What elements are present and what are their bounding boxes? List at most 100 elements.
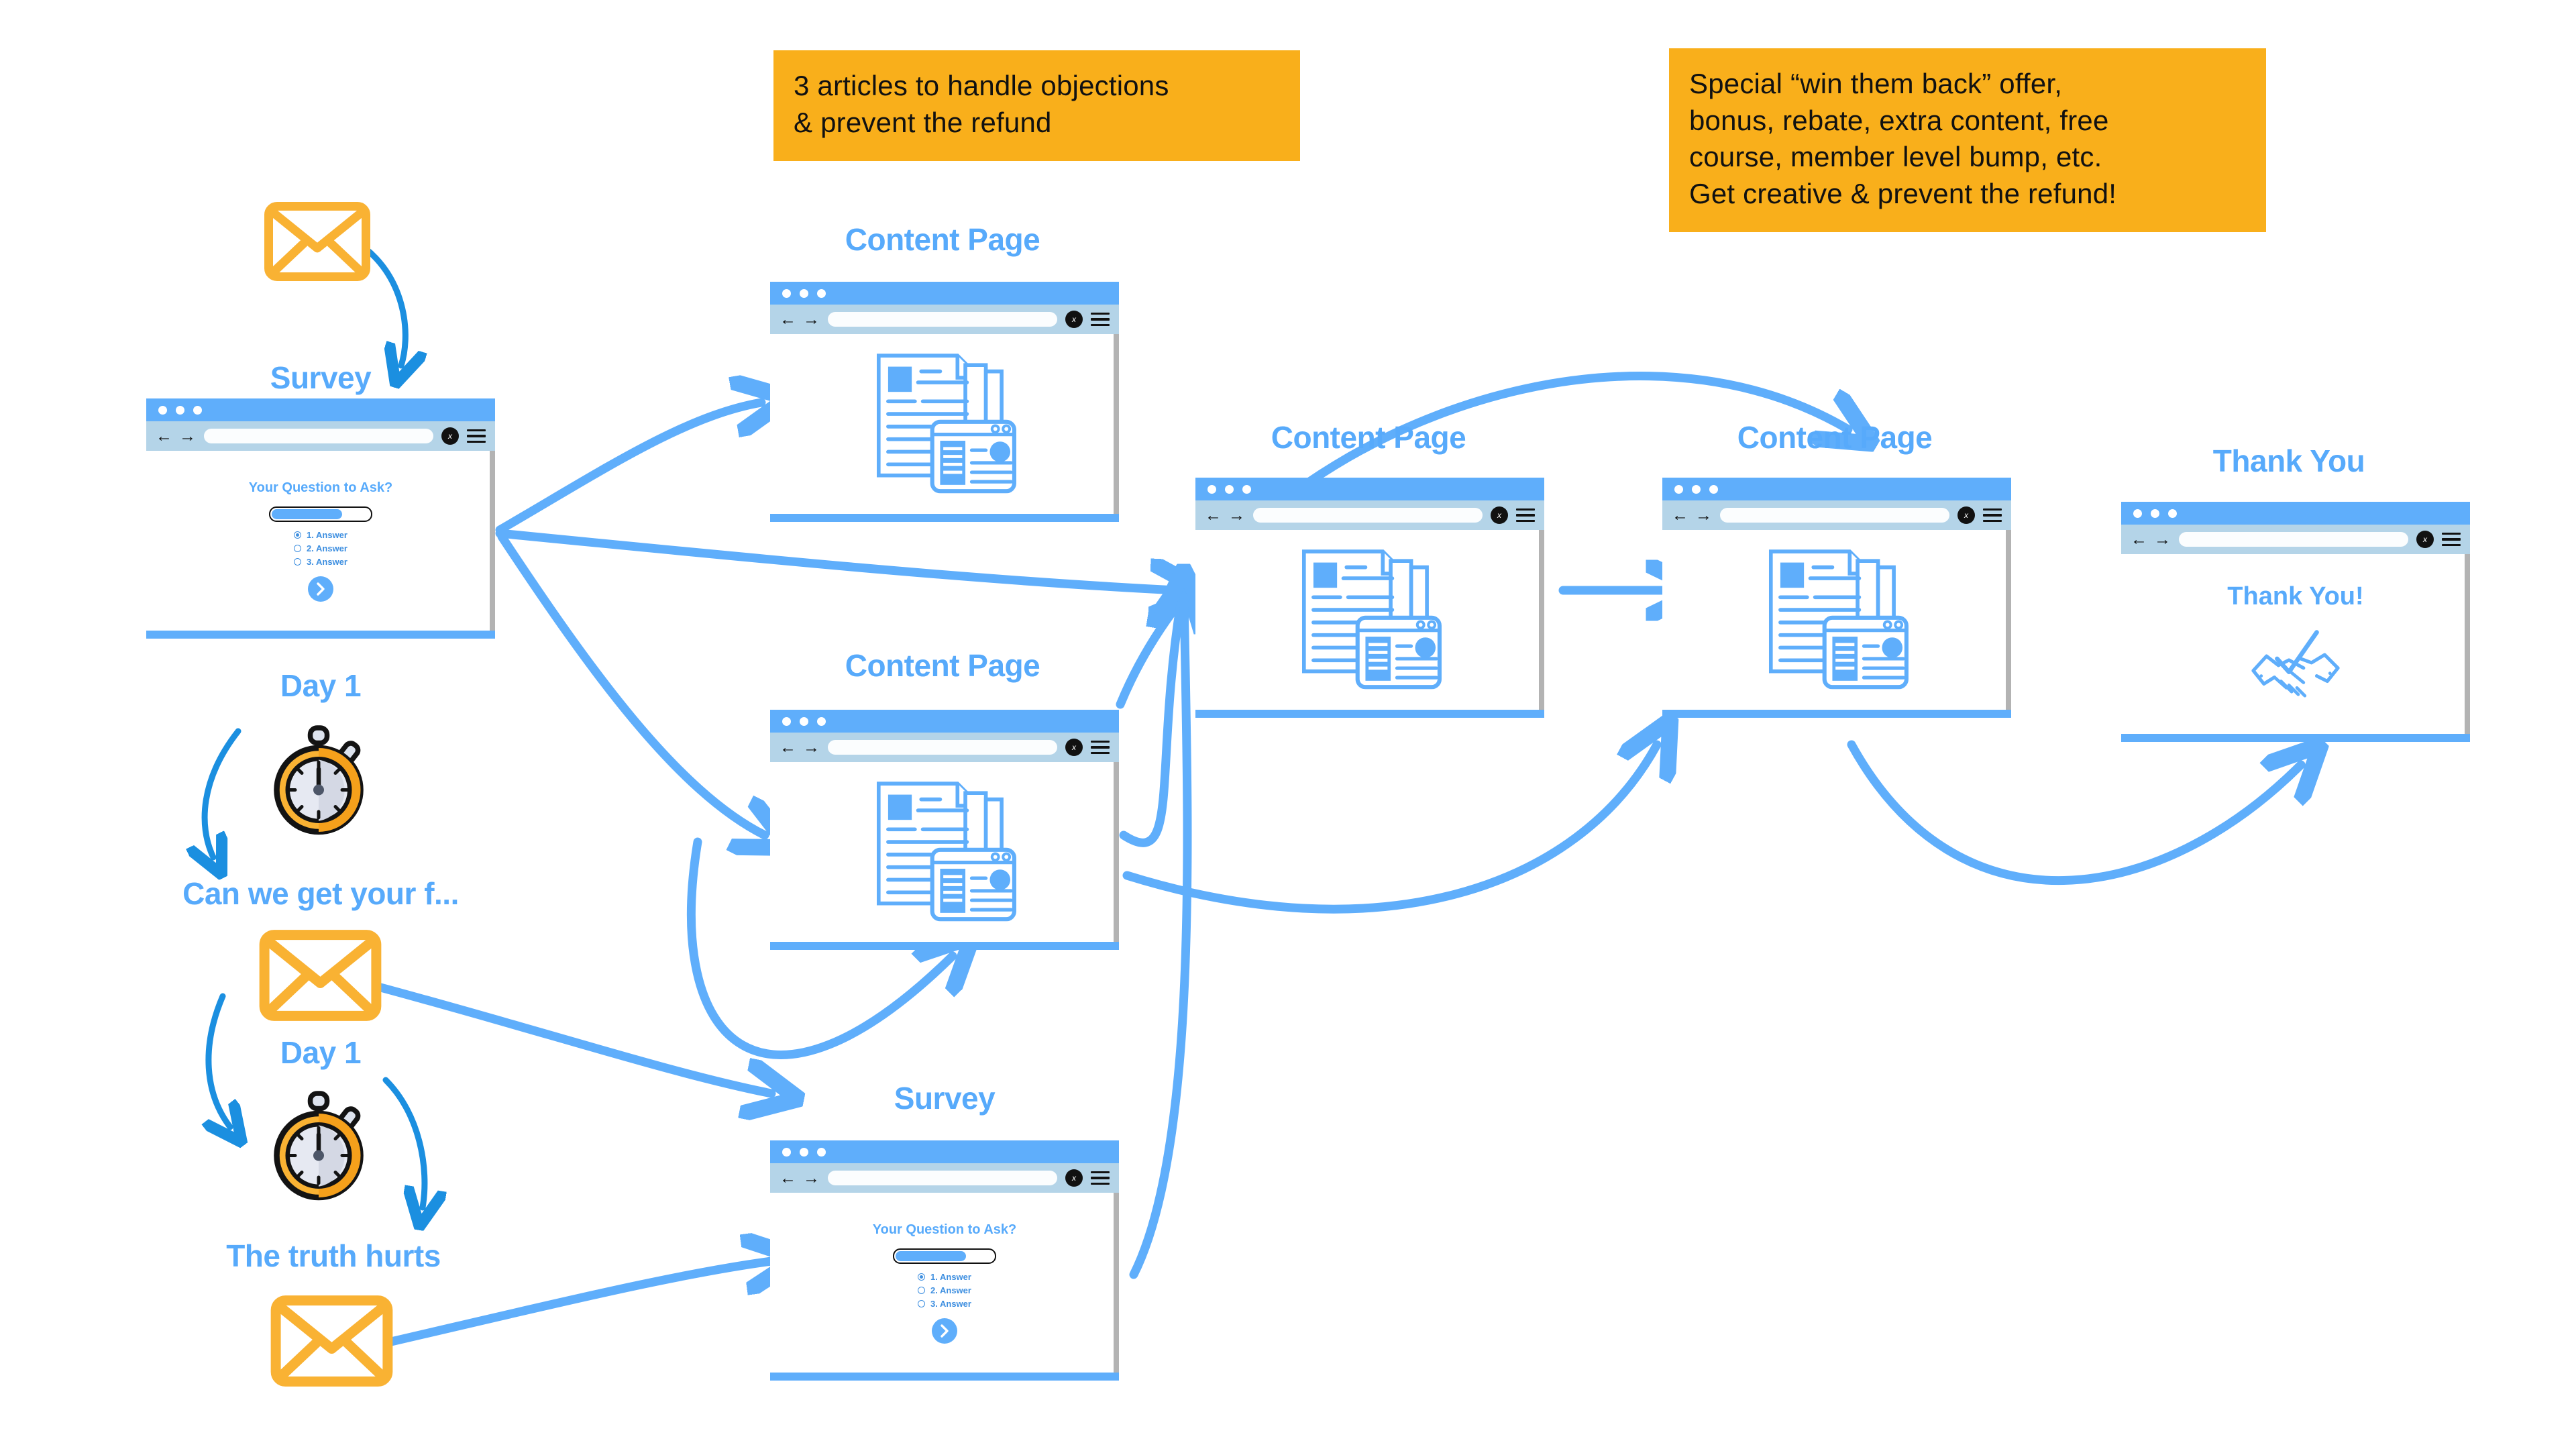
window-footer xyxy=(770,1373,1119,1381)
hamburger-menu-icon[interactable] xyxy=(1983,508,2002,523)
window-titlebar xyxy=(1662,478,2011,500)
browser-window-content-2[interactable]: ← → x xyxy=(770,710,1119,950)
forward-icon[interactable]: → xyxy=(1695,505,1712,525)
radio-icon[interactable] xyxy=(918,1299,926,1307)
survey-option[interactable]: 3. Answer xyxy=(918,1299,971,1309)
back-icon[interactable]: ← xyxy=(156,426,172,445)
forward-icon[interactable]: → xyxy=(2154,529,2171,549)
back-icon[interactable]: ← xyxy=(2131,529,2147,549)
forward-icon[interactable]: → xyxy=(803,309,820,329)
chevron-right-icon xyxy=(317,582,325,596)
window-dot-icon xyxy=(1208,484,1216,494)
close-icon[interactable]: x xyxy=(1065,739,1083,756)
window-dot-icon xyxy=(1709,484,1718,494)
radio-icon[interactable] xyxy=(294,557,302,566)
callout-line: bonus, rebate, extra content, free xyxy=(1689,104,2109,136)
scrollbar[interactable] xyxy=(2006,530,2011,710)
hamburger-menu-icon[interactable] xyxy=(1516,508,1535,523)
forward-icon[interactable]: → xyxy=(803,737,820,757)
browser-window-thank-you[interactable]: ← → x Thank You! xyxy=(2121,502,2470,742)
radio-icon[interactable] xyxy=(294,531,302,539)
url-input[interactable] xyxy=(828,1171,1057,1185)
radio-icon[interactable] xyxy=(918,1286,926,1294)
arrow-email2-to-survey-bottom xyxy=(371,981,771,1093)
forward-icon[interactable]: → xyxy=(803,1168,820,1187)
hamburger-menu-icon[interactable] xyxy=(467,429,486,443)
url-input[interactable] xyxy=(2179,532,2408,547)
close-icon[interactable]: x xyxy=(1065,311,1083,328)
browser-window-survey-top[interactable]: ← → x Your Question to Ask? 1. Answer 2.… xyxy=(146,398,495,639)
close-icon[interactable]: x xyxy=(1957,506,1975,524)
hamburger-menu-icon[interactable] xyxy=(2442,532,2461,547)
nav-buttons[interactable]: ← → xyxy=(156,426,196,445)
survey-question: Your Question to Ask? xyxy=(872,1222,1017,1237)
back-icon[interactable]: ← xyxy=(780,309,796,329)
nav-buttons[interactable]: ← → xyxy=(2131,531,2171,548)
forward-icon[interactable]: → xyxy=(179,426,196,445)
nav-buttons[interactable]: ← → xyxy=(1672,505,1712,525)
scrollbar[interactable] xyxy=(2465,554,2470,734)
browser-toolbar: ← → x xyxy=(146,421,495,451)
browser-window-content-1[interactable]: ← → x xyxy=(770,282,1119,522)
scrollbar[interactable] xyxy=(1114,762,1119,942)
window-dot-icon xyxy=(1242,484,1251,494)
survey-option[interactable]: 1. Answer xyxy=(294,530,347,540)
url-input[interactable] xyxy=(828,740,1057,755)
survey-options[interactable]: 1. Answer 2. Answer 3. Answer xyxy=(294,530,347,567)
handshake-check-icon xyxy=(2245,615,2346,706)
scrollbar[interactable] xyxy=(490,451,495,631)
url-input[interactable] xyxy=(204,429,433,443)
window-content xyxy=(1195,530,1544,710)
hamburger-menu-icon[interactable] xyxy=(1091,740,1110,755)
back-icon[interactable]: ← xyxy=(780,1168,796,1187)
survey-option[interactable]: 2. Answer xyxy=(918,1285,971,1295)
nav-buttons[interactable]: ← → xyxy=(780,311,820,328)
browser-window-content-3[interactable]: ← → x xyxy=(1195,478,1544,718)
close-icon[interactable]: x xyxy=(1491,506,1508,524)
browser-window-content-4[interactable]: ← → x xyxy=(1662,478,2011,718)
radio-icon[interactable] xyxy=(294,544,302,552)
survey-option[interactable]: 1. Answer xyxy=(918,1272,971,1282)
survey-option-label: 2. Answer xyxy=(307,543,347,553)
callout-line: Get creative & prevent the refund! xyxy=(1689,177,2117,209)
window-dot-icon xyxy=(782,1147,791,1157)
browser-toolbar: ← → x xyxy=(1662,500,2011,530)
window-titlebar xyxy=(770,282,1119,305)
win-them-back-callout: Special “win them back” offer, bonus, re… xyxy=(1669,48,2266,233)
nav-buttons[interactable]: ← → xyxy=(780,1168,820,1187)
url-input[interactable] xyxy=(1253,508,1483,523)
hamburger-menu-icon[interactable] xyxy=(1091,312,1110,327)
browser-toolbar: ← → x xyxy=(1195,500,1544,530)
url-input[interactable] xyxy=(828,312,1057,327)
window-dot-icon xyxy=(782,716,791,726)
window-dot-icon xyxy=(2151,508,2159,518)
back-icon[interactable]: ← xyxy=(780,737,796,757)
callout-line: 3 articles to handle objections xyxy=(794,70,1169,101)
survey-options[interactable]: 1. Answer 2. Answer 3. Answer xyxy=(918,1272,971,1309)
radio-icon[interactable] xyxy=(918,1273,926,1281)
forward-icon[interactable]: → xyxy=(1228,505,1245,525)
articles-callout: 3 articles to handle objections & preven… xyxy=(773,50,1300,162)
back-icon[interactable]: ← xyxy=(1672,505,1688,525)
survey-next-button[interactable] xyxy=(932,1318,957,1344)
browser-window-survey-bottom[interactable]: ← → x Your Question to Ask? 1. Answer 2.… xyxy=(770,1140,1119,1381)
scrollbar[interactable] xyxy=(1114,334,1119,514)
url-input[interactable] xyxy=(1720,508,1949,523)
hamburger-menu-icon[interactable] xyxy=(1091,1171,1110,1185)
window-content xyxy=(1662,530,2011,710)
arrow-email2-to-delay2 xyxy=(209,993,230,1127)
survey-option[interactable]: 2. Answer xyxy=(294,543,347,553)
window-dot-icon xyxy=(158,405,167,415)
survey-next-button[interactable] xyxy=(308,576,333,602)
survey-option[interactable]: 3. Answer xyxy=(294,557,347,567)
window-titlebar xyxy=(770,710,1119,733)
close-icon[interactable]: x xyxy=(2416,531,2434,548)
nav-buttons[interactable]: ← → xyxy=(780,739,820,756)
close-icon[interactable]: x xyxy=(1065,1169,1083,1187)
close-icon[interactable]: x xyxy=(441,427,459,445)
scrollbar[interactable] xyxy=(1114,1193,1119,1373)
scrollbar[interactable] xyxy=(1539,530,1544,710)
nav-buttons[interactable]: ← → xyxy=(1205,505,1245,525)
back-icon[interactable]: ← xyxy=(1205,505,1222,525)
survey-option-label: 2. Answer xyxy=(930,1285,971,1295)
